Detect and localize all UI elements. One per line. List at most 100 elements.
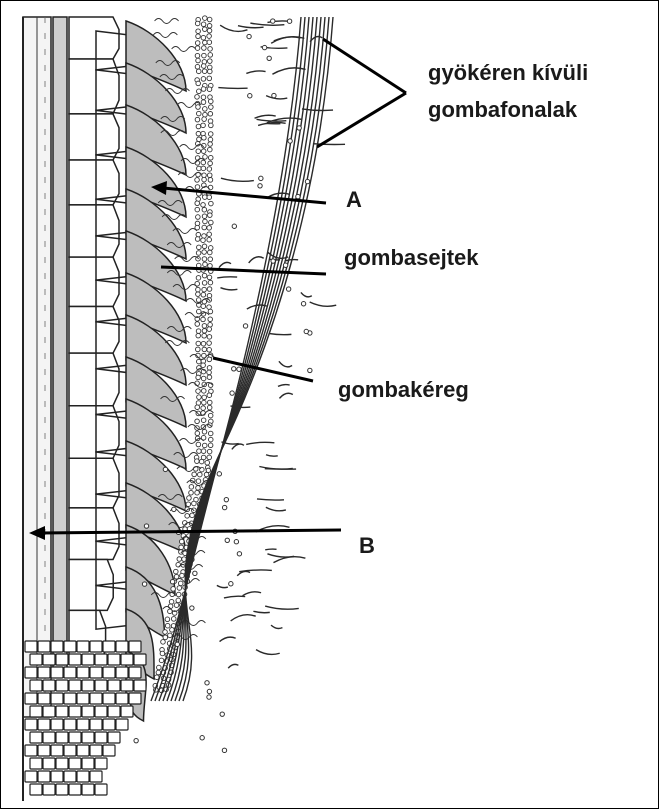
spore xyxy=(222,748,226,752)
mantle-cell xyxy=(196,389,201,394)
meristem-cell xyxy=(121,706,133,717)
meristem-cell xyxy=(82,758,94,769)
meristem-cell xyxy=(56,706,68,717)
mantle-cell xyxy=(209,105,214,110)
meristem-cell xyxy=(51,771,63,782)
meristem-cell xyxy=(30,732,42,743)
mantle-cell xyxy=(196,292,201,297)
meristem-cell xyxy=(134,654,146,665)
mantle-cell xyxy=(207,28,212,33)
mantle-cell xyxy=(203,16,208,21)
mantle-cell xyxy=(203,107,208,112)
mantle-cell xyxy=(208,47,213,52)
spore xyxy=(262,45,266,49)
meristem-cell xyxy=(25,667,37,678)
endodermis xyxy=(53,17,67,677)
meristem-cell xyxy=(69,654,81,665)
mantle-cell xyxy=(168,633,173,638)
meristem-cell xyxy=(56,758,68,769)
mantle-cell xyxy=(207,173,212,178)
mantle-cell xyxy=(207,40,212,45)
meristem-cell xyxy=(77,667,89,678)
meristem-cell xyxy=(38,771,50,782)
spore xyxy=(259,176,263,180)
mantle-cell xyxy=(201,304,206,309)
mantle-cell xyxy=(196,333,201,338)
meristem-cell xyxy=(108,706,120,717)
mantle-cell xyxy=(208,213,213,218)
mantle-cell xyxy=(190,513,195,518)
meristem-cell xyxy=(77,719,89,730)
mantle-cell xyxy=(203,112,208,117)
mantle-cell xyxy=(208,309,213,314)
spore xyxy=(237,367,241,371)
short-hypha xyxy=(256,650,280,655)
mantle-cell xyxy=(202,207,207,212)
mantle-cell xyxy=(196,58,201,63)
meristem-cell xyxy=(43,784,55,795)
mantle-cell xyxy=(207,34,212,39)
meristem-cell xyxy=(90,719,102,730)
mantle-cell xyxy=(207,167,212,172)
mantle-cell xyxy=(195,185,200,190)
meristem-cell xyxy=(64,667,76,678)
meristem-cell xyxy=(77,641,89,652)
mantle-cell xyxy=(208,280,213,285)
spore xyxy=(200,736,204,740)
meristem-cell xyxy=(51,719,63,730)
meristem-cell xyxy=(69,706,81,717)
short-hypha xyxy=(218,88,247,89)
mantle-cell xyxy=(196,124,201,129)
mantle-cell xyxy=(196,309,201,314)
mantle-cell xyxy=(207,341,212,346)
spore xyxy=(232,224,236,228)
spore xyxy=(308,368,312,372)
meristem-cell xyxy=(103,693,115,704)
meristem-cell xyxy=(25,693,37,704)
mantle-cell xyxy=(201,449,206,454)
meristem-cell xyxy=(56,784,68,795)
mantle-cell xyxy=(208,246,213,251)
cortex-cell xyxy=(69,205,119,257)
short-hypha xyxy=(265,606,299,609)
meristem-cell xyxy=(64,693,76,704)
mantle-cell xyxy=(201,376,206,381)
spore xyxy=(224,497,228,501)
mantle-cell xyxy=(207,335,212,340)
hartig-net xyxy=(172,47,196,52)
mantle-cell xyxy=(195,207,200,212)
mantle-cell xyxy=(170,628,175,633)
mantle-cell xyxy=(201,77,206,82)
mantle-cell xyxy=(208,431,213,436)
mantle-cell xyxy=(208,443,213,448)
mantle-cell xyxy=(209,220,214,225)
mantle-cell xyxy=(202,281,207,286)
mantle-cell xyxy=(196,276,201,281)
spore xyxy=(206,468,210,472)
spore xyxy=(271,259,275,263)
mantle-cell xyxy=(202,214,207,219)
meristem-cell xyxy=(82,732,94,743)
cortex-cell xyxy=(69,458,119,508)
meristem-cell xyxy=(51,693,63,704)
mantle-cell xyxy=(196,479,201,484)
mantle-cell xyxy=(208,317,213,322)
mantle-cell xyxy=(202,328,207,333)
mantle-cell xyxy=(163,635,168,640)
mantle-cell xyxy=(208,147,213,152)
spore xyxy=(297,126,301,130)
mantle-cell xyxy=(196,486,201,491)
meristem-cell xyxy=(95,784,107,795)
meristem-cell xyxy=(116,667,128,678)
mantle-cell xyxy=(196,347,201,352)
mantle-cell xyxy=(197,111,202,116)
mantle-cell xyxy=(196,131,201,136)
spore xyxy=(207,689,211,693)
mantle-cell xyxy=(197,395,202,400)
mantle-cell xyxy=(196,81,201,86)
mantle-cell xyxy=(185,514,190,519)
mantle-cell xyxy=(196,329,201,334)
mantle-cell xyxy=(207,400,212,405)
mantle-cell xyxy=(207,232,212,237)
mantle-cell xyxy=(202,225,207,230)
